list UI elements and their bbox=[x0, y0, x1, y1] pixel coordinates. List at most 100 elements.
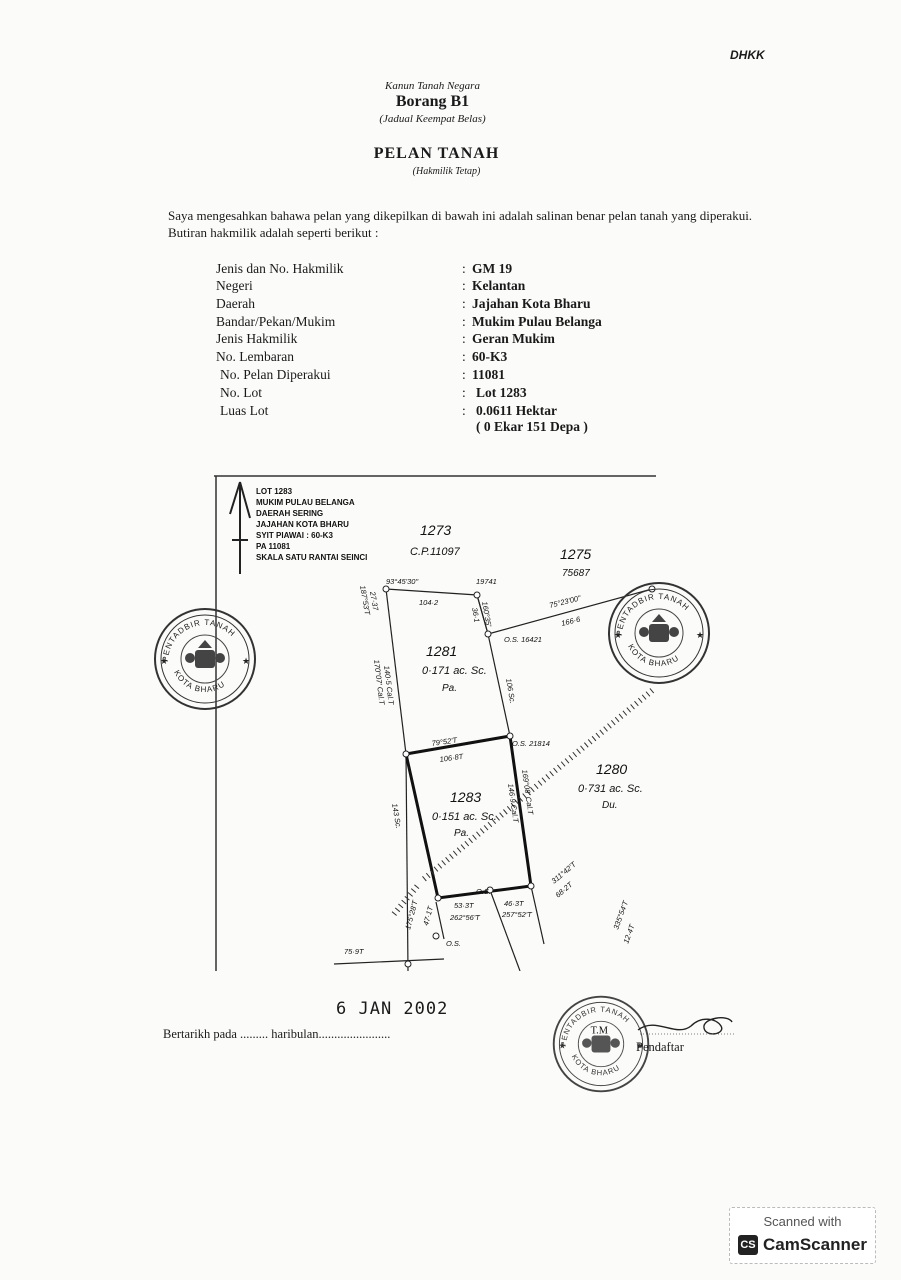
seal-bottom-text: KOTA BHARU bbox=[626, 643, 680, 669]
bottom-left-bearing: 175°28'T bbox=[403, 898, 420, 931]
intro-line-2: Butiran hakmilik adalah seperti berikut … bbox=[168, 225, 379, 240]
coat-of-arms-icon bbox=[582, 1035, 620, 1053]
plan-legend-4: SYIT PIAWAI : 60-K3 bbox=[256, 531, 333, 540]
right-1281-chain: 36·1 bbox=[470, 607, 481, 623]
lot-1280-number: 1280 bbox=[596, 761, 627, 777]
header-jadual: (Jadual Keempat Belas) bbox=[379, 113, 486, 125]
plan-legend-2: DAERAH SERING bbox=[256, 509, 323, 518]
header-kanun: Kanun Tanah Negara bbox=[385, 80, 480, 92]
svg-text:★: ★ bbox=[160, 656, 168, 666]
left-1283-distance: 143 Sc. bbox=[390, 803, 403, 830]
scanned-with-text: Scanned with bbox=[763, 1214, 842, 1229]
ref-top: 19741 bbox=[476, 577, 497, 586]
north-arrow-icon bbox=[229, 481, 251, 574]
lot-1273-cp: C.P.11097 bbox=[410, 546, 461, 558]
detail-value: GM 19 bbox=[472, 261, 513, 276]
distance-right: 166·6 bbox=[560, 614, 582, 628]
coat-of-arms-icon bbox=[639, 614, 679, 642]
date-stamp: 6 JAN 2002 bbox=[336, 999, 449, 1019]
bearing-top: 93°45'30" bbox=[386, 577, 418, 586]
lot-1280-tag: Du. bbox=[602, 800, 618, 811]
detail-value: Mukim Pulau Belanga bbox=[472, 314, 602, 329]
bertarikh-line: Bertarikh pada ......... haribulan......… bbox=[163, 1027, 391, 1041]
detail-label: No. Lot bbox=[220, 385, 262, 400]
distance-mid: 106·8T bbox=[439, 752, 465, 764]
bottom-left-chain: 75·9T bbox=[344, 947, 365, 956]
document-code: DHKK bbox=[730, 48, 765, 62]
lot-1273-number: 1273 bbox=[420, 522, 451, 538]
pendaftar-label: Pendaftar bbox=[636, 1040, 684, 1054]
plan-legend-1: MUKIM PULAU BELANGA bbox=[256, 498, 355, 507]
lot-1281-tag: Pa. bbox=[442, 683, 457, 694]
lot-1280-area: 0·731 ac. Sc. bbox=[578, 783, 643, 795]
detail-label: Negeri bbox=[216, 278, 253, 293]
bearing-mid: 79°52'T bbox=[431, 735, 459, 748]
intro-text: Saya mengesahkan bahawa pelan yang dikep… bbox=[168, 207, 808, 241]
bottom-distance-2: 46·3T bbox=[504, 899, 525, 908]
camscanner-watermark: Scanned with CS CamScanner bbox=[729, 1207, 876, 1264]
detail-value-extra: ( 0 Ekar 151 Depa ) bbox=[476, 419, 588, 434]
os-bottom-2: O.S. bbox=[446, 939, 461, 948]
header-borang: Borang B1 bbox=[395, 93, 470, 110]
lot-1283-tag: Pa. bbox=[454, 828, 469, 839]
lot-1275-ref: 75687 bbox=[562, 568, 590, 579]
right-1281-bearing: 160°35' bbox=[480, 601, 493, 628]
bottom-right-distance-2: 12·4T bbox=[621, 922, 637, 945]
plan-legend-0: LOT 1283 bbox=[256, 487, 293, 496]
seal-bottom-text: KOTA BHARU bbox=[570, 1053, 621, 1077]
svg-text:KOTA BHARU: KOTA BHARU bbox=[172, 669, 227, 695]
plan-legend-5: PA 11081 bbox=[256, 542, 291, 551]
header-hakmilik: (Hakmilik Tetap) bbox=[412, 166, 481, 177]
detail-label: Jenis dan No. Hakmilik bbox=[216, 261, 344, 276]
lot-1275-number: 1275 bbox=[560, 546, 591, 562]
svg-text:★: ★ bbox=[242, 656, 250, 666]
coat-of-arms-icon bbox=[185, 640, 225, 668]
plan-legend-3: JAJAHAN KOTA BHARU bbox=[256, 520, 349, 529]
bottom-bearing-1: 262°56'T bbox=[449, 913, 481, 922]
bottom-right-bearing: 311°42'T bbox=[550, 859, 579, 886]
detail-label: No. Lembaran bbox=[216, 349, 294, 364]
pentadbir-tanah-seal-left: PENTADBIR TANAH KOTA BHARU ★★ bbox=[154, 608, 256, 710]
svg-text:★: ★ bbox=[636, 1041, 644, 1051]
os-bottom: O.S. bbox=[476, 887, 491, 896]
svg-text:KOTA BHARU: KOTA BHARU bbox=[626, 643, 681, 669]
pentadbir-tanah-seal-bottom: PENTADBIR TANAH KOTA BHARU T.M ★★ bbox=[552, 995, 650, 1093]
detail-value: 60-K3 bbox=[472, 349, 508, 364]
seal-bottom-text: KOTA BHARU bbox=[172, 669, 226, 695]
detail-label: Daerah bbox=[216, 296, 255, 311]
bottom-bearing-2: 257°52'T bbox=[501, 910, 533, 919]
bottom-distance-1: 53·3T bbox=[454, 901, 475, 910]
lot-1283-area: 0·151 ac. Sc. bbox=[432, 811, 497, 823]
left-top-distance: 27·37 bbox=[368, 590, 381, 612]
intro-line-1: Saya mengesahkan bahawa pelan yang dikep… bbox=[168, 208, 753, 223]
bottom-left-distance: 47·1T bbox=[421, 904, 435, 927]
detail-value: Geran Mukim bbox=[472, 331, 555, 346]
camscanner-brand: CamScanner bbox=[763, 1235, 867, 1254]
signature-scribble-icon bbox=[637, 1017, 736, 1035]
detail-value: 0.0611 Hektar bbox=[476, 403, 557, 418]
lot-1281-number: 1281 bbox=[426, 643, 457, 659]
svg-text:KOTA BHARU: KOTA BHARU bbox=[570, 1053, 622, 1077]
bearing-right: 75°23'00" bbox=[548, 593, 582, 610]
lot-1281-area: 0·171 ac. Sc. bbox=[422, 665, 487, 677]
page-title: PELAN TANAH bbox=[373, 145, 500, 162]
os-16421: O.S. 16421 bbox=[504, 635, 542, 644]
os-21814: O.S. 21814 bbox=[512, 739, 550, 748]
detail-value: 11081 bbox=[472, 367, 506, 382]
right-1283-bearing: 169°08' Cal.T bbox=[520, 769, 535, 817]
svg-text:★: ★ bbox=[614, 630, 622, 640]
lot-1283-number: 1283 bbox=[450, 789, 481, 805]
svg-text:★: ★ bbox=[558, 1041, 566, 1051]
detail-label: No. Pelan Diperakui bbox=[220, 367, 331, 382]
detail-value: Jajahan Kota Bharu bbox=[472, 296, 591, 311]
detail-value: Lot 1283 bbox=[476, 385, 527, 400]
camscanner-logo-icon: CS bbox=[738, 1235, 758, 1255]
detail-label: Jenis Hakmilik bbox=[216, 331, 298, 346]
right-1281-distance: 106 Sc. bbox=[504, 678, 517, 705]
signature-initials: T.M bbox=[591, 1026, 608, 1037]
land-plan: LOT 1283 MUKIM PULAU BELANGA DAERAH SERI… bbox=[214, 475, 656, 971]
detail-label: Luas Lot bbox=[220, 403, 269, 418]
plan-legend-6: SKALA SATU RANTAI SEINCI bbox=[256, 553, 367, 562]
svg-text:★: ★ bbox=[696, 630, 704, 640]
detail-label: Bandar/Pekan/Mukim bbox=[216, 314, 336, 329]
